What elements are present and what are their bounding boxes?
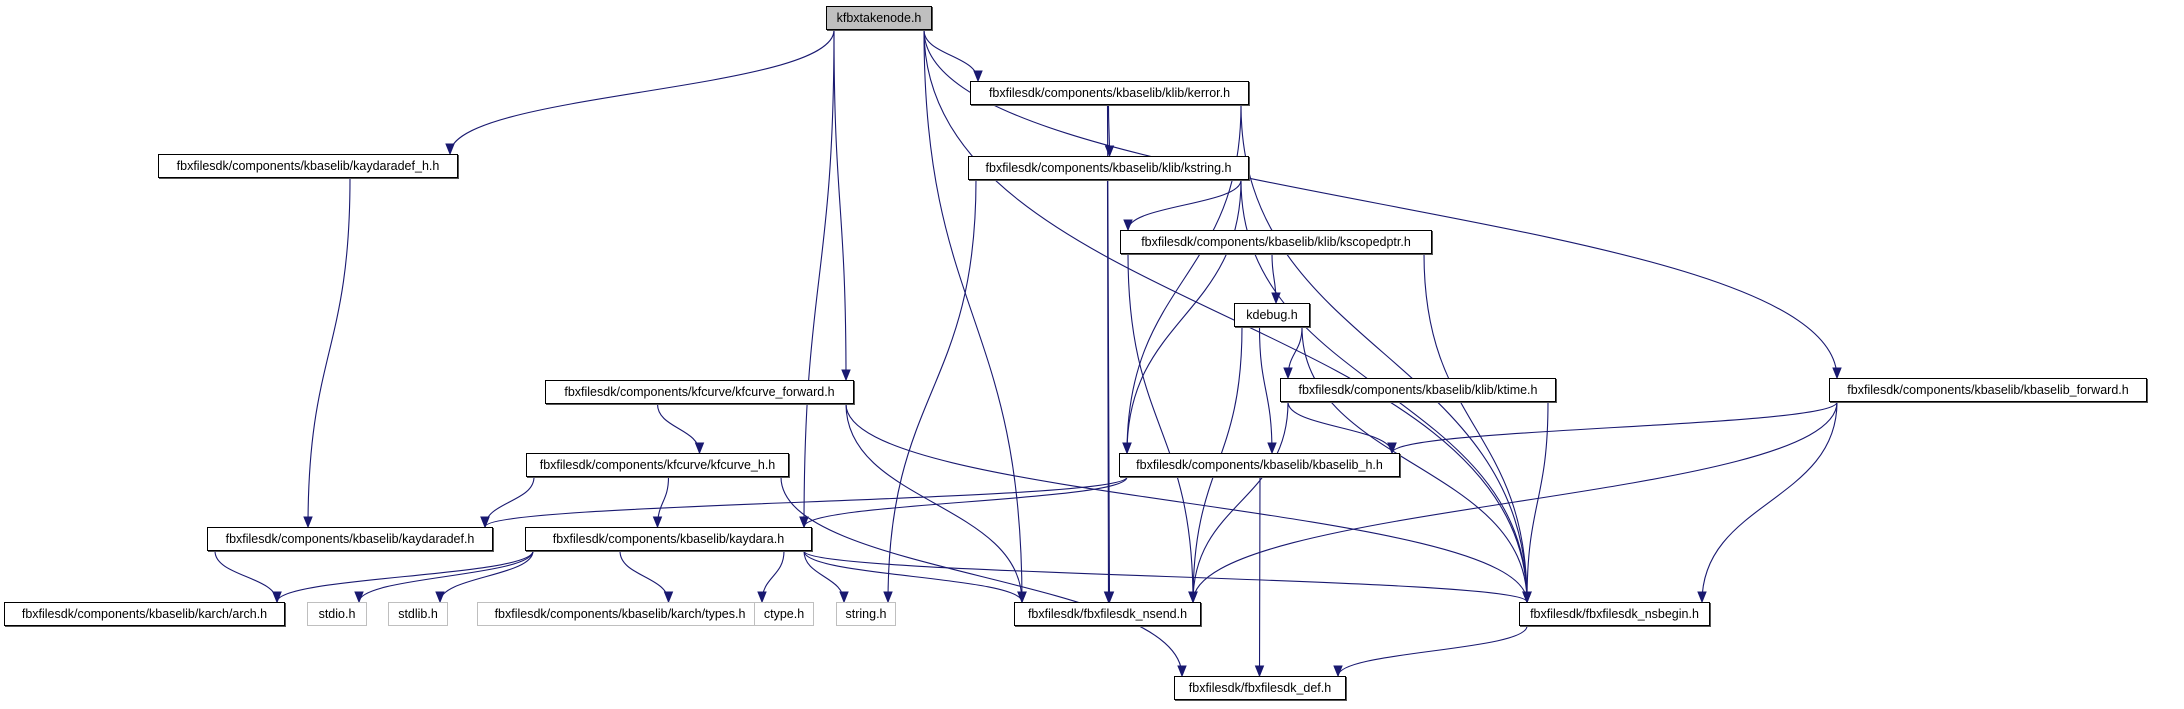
arrowhead-kerror-to-kstring — [1104, 145, 1115, 158]
edge-kscopedptr-to-nsend — [1127, 253, 1194, 602]
arrowhead-root-to-kerror — [973, 70, 983, 83]
node-nsbegin[interactable]: fbxfilesdk/fbxfilesdk_nsbegin.h — [1519, 602, 1710, 626]
node-kscopedptr[interactable]: fbxfilesdk/components/kbaselib/klib/ksco… — [1120, 230, 1432, 254]
edge-root-to-kaydaradef_h — [449, 29, 835, 154]
arrowhead-kdebug-to-ktime — [1283, 367, 1293, 380]
edge-nsbegin-to-def — [1337, 625, 1528, 677]
arrowhead-kaydara-to-string — [839, 591, 849, 604]
node-def[interactable]: fbxfilesdk/fbxfilesdk_def.h — [1174, 676, 1346, 700]
edge-kdebug-to-nsbegin — [1301, 326, 1528, 602]
edge-kbaselib_h-to-kaydaradef — [484, 476, 1128, 528]
arrowhead-kbaselib_forward-to-nsend — [1188, 591, 1198, 604]
node-ctype: ctype.h — [754, 602, 814, 626]
edge-kfcurve_forward-to-kfcurve_h — [656, 403, 701, 453]
arrowhead-kfcurve_h-to-kaydara — [652, 516, 663, 529]
edge-ktime-to-kbaselib_h — [1287, 401, 1393, 453]
edge-kaydara-to-nsbegin — [803, 550, 1528, 603]
arrowhead-root-to-kfcurve_forward — [841, 369, 851, 382]
node-kdebug[interactable]: kdebug.h — [1234, 303, 1310, 327]
edge-root-to-kaydara — [803, 29, 835, 527]
edge-kaydara-to-stdlib — [439, 550, 534, 602]
arrowhead-kaydaradef_h-to-kaydaradef — [303, 516, 313, 529]
edge-kbaselib_forward-to-nsbegin — [1701, 401, 1838, 602]
arrowhead-nsbegin-to-def — [1333, 665, 1343, 678]
node-kfbxtakenode: kfbxtakenode.h — [826, 6, 932, 30]
arrowhead-kscopedptr-to-kdebug — [1271, 292, 1281, 305]
edge-root-to-nsend — [923, 29, 1023, 602]
node-kstring[interactable]: fbxfilesdk/components/kbaselib/klib/kstr… — [968, 156, 1249, 180]
edge-kstring-to-kbaselib_h — [1126, 179, 1242, 453]
arrowhead-kbaselib_h-to-kaydaradef — [480, 516, 490, 529]
edge-kscopedptr-to-nsbegin — [1423, 253, 1528, 602]
node-kbaselib-forward[interactable]: fbxfilesdk/components/kbaselib/kbaselib_… — [1829, 378, 2147, 402]
node-ktime[interactable]: fbxfilesdk/components/kbaselib/klib/ktim… — [1280, 378, 1556, 402]
arrowhead-kstring-to-kbaselib_h — [1122, 442, 1132, 455]
node-kfcurve-h[interactable]: fbxfilesdk/components/kfcurve/kfcurve_h.… — [526, 453, 789, 477]
node-string: string.h — [836, 602, 896, 626]
edge-root-to-kerror — [923, 29, 979, 81]
arrowhead-kaydara-to-types — [663, 591, 674, 604]
arrowhead-kaydara-to-nsend — [1017, 591, 1027, 604]
edge-kaydara-to-arch — [276, 550, 534, 603]
edge-root-to-nsbegin — [923, 29, 1528, 602]
edge-kaydara-to-string — [803, 550, 845, 602]
edge-kbaselib_forward-to-nsend — [1192, 401, 1838, 602]
arrowhead-kbaselib_forward-to-nsbegin — [1697, 591, 1707, 604]
edge-kstring-to-nsend — [1106, 179, 1110, 602]
arrowhead-root-to-kaydaradef_h — [445, 143, 455, 156]
edge-kaydara-to-nsend — [803, 550, 1023, 603]
node-kbaselib-h[interactable]: fbxfilesdk/components/kbaselib/kbaselib_… — [1119, 453, 1400, 477]
arrowhead-kfcurve_forward-to-kfcurve_h — [694, 442, 705, 455]
arrowhead-kstring-to-kscopedptr — [1123, 219, 1133, 232]
arrowhead-kaydara-to-stdlib — [435, 591, 445, 604]
arrowhead-kbaselib_h-to-def — [1254, 665, 1265, 678]
edge-kaydara-to-types — [619, 550, 670, 602]
node-stdio: stdio.h — [307, 602, 367, 626]
edge-kstring-to-string — [887, 179, 977, 602]
arrowhead-kaydara-to-stdio — [354, 591, 364, 604]
arrowhead-kaydara-to-arch — [272, 591, 282, 604]
edge-root-to-kfcurve_forward — [833, 29, 847, 380]
edge-kdebug-to-kbaselib_h — [1258, 326, 1273, 453]
node-types: fbxfilesdk/components/kbaselib/karch/typ… — [477, 602, 763, 626]
edge-kstring-to-kscopedptr — [1127, 179, 1242, 231]
edge-kaydaradef_h-to-kaydaradef — [307, 177, 351, 527]
edge-kfcurve_h-to-def — [780, 476, 1183, 676]
node-kfcurve-forward[interactable]: fbxfilesdk/components/kfcurve/kfcurve_fo… — [545, 380, 854, 404]
node-kaydaradef-h[interactable]: fbxfilesdk/components/kbaselib/kaydarade… — [158, 154, 458, 178]
node-arch[interactable]: fbxfilesdk/components/kbaselib/karch/arc… — [4, 602, 285, 626]
arrowhead-kdebug-to-kbaselib_h — [1267, 442, 1277, 455]
edge-kfcurve_forward-to-nsend — [845, 403, 1023, 602]
node-kerror[interactable]: fbxfilesdk/components/kbaselib/klib/kerr… — [970, 81, 1249, 105]
arrowhead-kbaselib_forward-to-kbaselib_h — [1387, 442, 1397, 455]
node-nsend[interactable]: fbxfilesdk/fbxfilesdk_nsend.h — [1014, 602, 1201, 626]
arrowhead-kstring-to-nsend — [1103, 591, 1114, 604]
edge-kbaselib_h-to-kaydara — [803, 476, 1128, 528]
arrowhead-kfcurve_h-to-def — [1177, 665, 1187, 678]
edge-kbaselib_h-to-def — [1258, 476, 1261, 676]
edge-kaydaradef-to-arch — [214, 550, 278, 602]
edge-kbaselib_forward-to-kbaselib_h — [1391, 401, 1838, 454]
node-kaydara[interactable]: fbxfilesdk/components/kbaselib/kaydara.h — [525, 527, 812, 551]
arrowhead-kaydara-to-nsbegin — [1522, 591, 1532, 604]
arrowhead-kbaselib_h-to-kaydara — [799, 516, 809, 529]
edge-kerror-to-nsbegin — [1240, 104, 1528, 602]
arrowhead-root-to-kbaselib_forward — [1832, 367, 1842, 380]
edge-ktime-to-nsend — [1192, 401, 1289, 602]
edge-kfcurve_forward-to-nsbegin — [845, 403, 1528, 602]
edge-kaydara-to-stdio — [358, 550, 534, 603]
arrowhead-kaydara-to-ctype — [757, 591, 767, 604]
arrowhead-kstring-to-string — [883, 591, 893, 604]
edge-ktime-to-nsbegin — [1526, 401, 1549, 602]
node-kaydaradef[interactable]: fbxfilesdk/components/kbaselib/kaydarade… — [207, 527, 493, 551]
node-stdlib: stdlib.h — [388, 602, 448, 626]
